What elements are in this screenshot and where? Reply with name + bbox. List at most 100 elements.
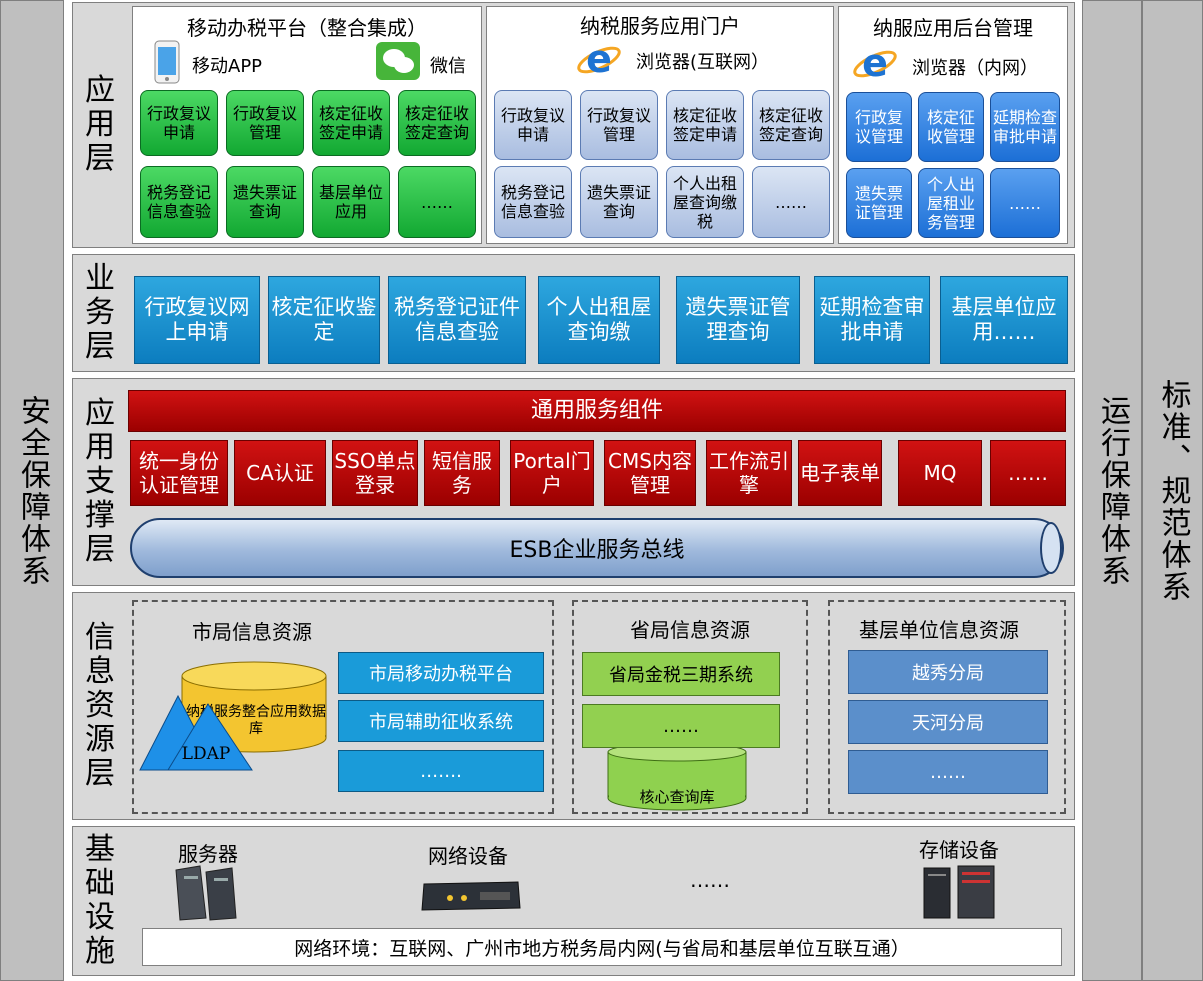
esb-bus: ESB企业服务总线	[130, 518, 1064, 578]
grassroots-item-3: ……	[848, 750, 1048, 794]
component-2: CA认证	[234, 440, 326, 506]
component-10: ……	[990, 440, 1066, 506]
ldap-triangle-icon	[138, 694, 256, 774]
infrastructure-layer-label: 基础设施	[78, 826, 122, 976]
backend-browser-label: 浏览器（内网）	[912, 58, 1038, 79]
security-system-bar: 安全保障体系	[0, 0, 64, 981]
mobile-box-6: 遗失票证查询	[226, 166, 304, 238]
component-9: MQ	[898, 440, 982, 506]
core-query-db-label: 核心查询库	[639, 788, 715, 806]
tax-portal-title: 纳税服务应用门户	[580, 14, 740, 38]
backend-box-6: ……	[990, 168, 1060, 238]
grassroots-item-1: 越秀分局	[848, 650, 1048, 694]
portal-box-8: ……	[752, 166, 830, 238]
backend-box-4: 遗失票证管理	[846, 168, 912, 238]
backend-box-3: 延期检查审批申请	[990, 92, 1060, 162]
component-8: 电子表单	[798, 440, 882, 506]
grassroots-item-2: 天河分局	[848, 700, 1048, 744]
wechat-icon	[376, 42, 420, 80]
esb-bus-label: ESB企业服务总线	[509, 538, 685, 563]
component-5: Portal门户	[510, 440, 594, 506]
portal-box-4: 核定征收签定查询	[752, 90, 830, 160]
province-item-2: ……	[582, 704, 780, 748]
province-resource-group	[572, 600, 808, 814]
ie-browser-icon-intranet: e	[852, 41, 898, 86]
grassroots-resource-title: 基层单位信息资源	[859, 618, 1019, 642]
city-resource-group	[132, 600, 554, 814]
mobile-box-5: 税务登记信息查验	[140, 166, 218, 238]
mobile-box-8: ……	[398, 166, 476, 238]
mobile-app-label: 移动APP	[192, 56, 263, 77]
network-device-label: 网络设备	[428, 844, 508, 868]
portal-box-3: 核定征收签定申请	[666, 90, 744, 160]
city-resource-title: 市局信息资源	[192, 620, 312, 644]
network-environment-text: 网络环境：互联网、广州市地方税务局内网(与省局和基层单位互联互通）	[294, 937, 910, 960]
backend-box-1: 行政复议管理	[846, 92, 912, 162]
infra-more-dots: ……	[690, 868, 730, 892]
mobile-box-7: 基层单位应用	[312, 166, 390, 238]
mobile-box-4: 核定征收签定查询	[398, 90, 476, 156]
component-4: 短信服务	[424, 440, 500, 506]
mobile-box-3: 核定征收签定申请	[312, 90, 390, 156]
resource-layer-label-text: 信息资源层	[85, 620, 115, 791]
business-layer-label: 业务层	[78, 254, 122, 372]
backend-box-2: 核定征收管理	[918, 92, 984, 162]
mobile-box-1: 行政复议申请	[140, 90, 218, 156]
component-7: 工作流引擎	[706, 440, 792, 506]
application-layer-label: 应用层	[78, 2, 122, 248]
mobile-box-2: 行政复议管理	[226, 90, 304, 156]
ie-browser-icon: e	[576, 37, 622, 82]
province-item-1: 省局金税三期系统	[582, 652, 780, 696]
business-item-6: 延期检查审批申请	[814, 276, 930, 364]
storage-icon	[920, 864, 1000, 920]
city-item-1: 市局移动办税平台	[338, 652, 544, 694]
business-item-5: 遗失票证管理查询	[676, 276, 800, 364]
infrastructure-layer-label-text: 基础设施	[85, 832, 115, 969]
portal-browser-label: 浏览器(互联网）	[636, 52, 770, 73]
standards-system-label: 标准、规范体系	[1155, 378, 1191, 603]
city-database-label: 纳税服务整合应用数据库	[186, 704, 326, 737]
portal-box-6: 遗失票证查询	[580, 166, 658, 238]
portal-box-7: 个人出租屋查询缴税	[666, 166, 744, 238]
support-layer-label: 应用支撑层	[78, 378, 122, 586]
server-label: 服务器	[178, 842, 238, 866]
support-layer-label-text: 应用支撑层	[85, 396, 115, 567]
city-item-2: 市局辅助征收系统	[338, 700, 544, 742]
business-item-7: 基层单位应用……	[940, 276, 1068, 364]
backend-title: 纳服应用后台管理	[873, 16, 1033, 40]
business-item-1: 行政复议网上申请	[134, 276, 260, 364]
network-device-icon	[420, 878, 522, 914]
resource-layer-label: 信息资源层	[78, 592, 122, 820]
business-item-4: 个人出租屋查询缴	[538, 276, 660, 364]
ldap-label: LDAP	[181, 744, 231, 764]
storage-label: 存储设备	[919, 838, 999, 862]
operation-system-bar: 运行保障体系	[1082, 0, 1142, 981]
application-layer-label-text: 应用层	[85, 73, 115, 176]
core-query-db-icon	[606, 742, 748, 812]
city-item-3: …….	[338, 750, 544, 792]
portal-box-2: 行政复议管理	[580, 90, 658, 160]
business-item-3: 税务登记证件信息查验	[388, 276, 526, 364]
component-6: CMS内容管理	[604, 440, 696, 506]
portal-box-5: 税务登记信息查验	[494, 166, 572, 238]
business-item-2: 核定征收鉴定	[268, 276, 380, 364]
svg-text:e: e	[862, 42, 888, 85]
province-resource-title: 省局信息资源	[630, 618, 750, 642]
operation-system-label: 运行保障体系	[1095, 394, 1130, 587]
portal-box-1: 行政复议申请	[494, 90, 572, 160]
common-service-components: 通用服务组件	[128, 390, 1066, 432]
esb-bus-end-cap	[1040, 522, 1062, 574]
security-system-label: 安全保障体系	[15, 394, 50, 587]
svg-text:e: e	[586, 38, 612, 81]
business-layer-label-text: 业务层	[85, 261, 115, 364]
phone-icon	[150, 40, 184, 84]
standards-system-bar: 标准、规范体系	[1142, 0, 1203, 981]
component-3: SSO单点登录	[332, 440, 418, 506]
mobile-platform-title: 移动办税平台（整合集成）	[187, 16, 427, 40]
grassroots-resource-group	[828, 600, 1066, 814]
server-icon	[172, 864, 238, 922]
backend-box-5: 个人出屋租业务管理	[918, 168, 984, 238]
network-environment-bar: 网络环境：互联网、广州市地方税务局内网(与省局和基层单位互联互通）	[142, 928, 1062, 966]
component-1: 统一身份认证管理	[130, 440, 228, 506]
wechat-label: 微信	[430, 56, 466, 77]
